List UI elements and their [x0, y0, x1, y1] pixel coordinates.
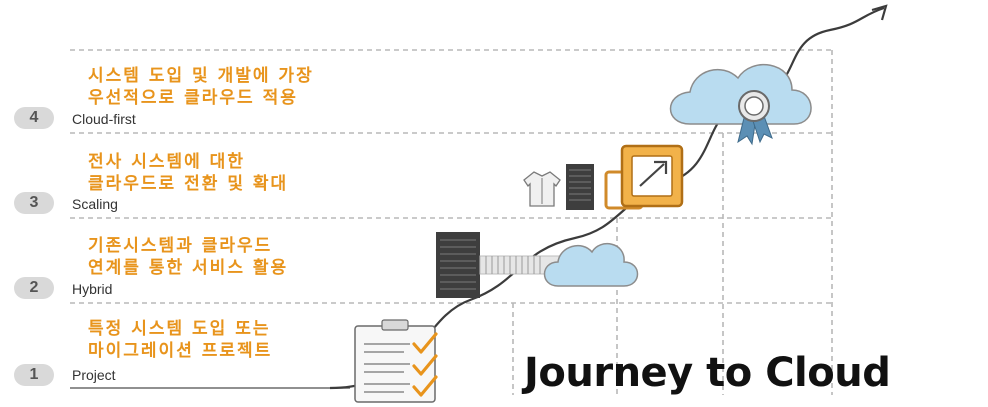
stage-3-description: 전사 시스템에 대한 클라우드로 전환 및 확대 [88, 152, 289, 194]
stage-4-description: 시스템 도입 및 개발에 가장 우선적으로 클라우드 적용 [88, 66, 314, 108]
cloud-award-icon [669, 63, 812, 146]
stage-1-number: 1 [14, 364, 54, 386]
shirt-icon [523, 171, 561, 207]
server-rack-icon [436, 232, 480, 298]
server-rack-icon [566, 164, 594, 210]
stage-2-number: 2 [14, 277, 54, 299]
stage-4-name: Cloud-first [72, 111, 136, 127]
scale-up-icon [604, 144, 684, 210]
growth-arrow-icon [871, 4, 888, 21]
stage-3-name: Scaling [72, 196, 118, 212]
guide-lines [70, 49, 835, 395]
cloud-icon [543, 242, 639, 287]
diagram-title: Journey to Cloud [524, 350, 891, 396]
stage-1-description: 특정 시스템 도입 또는 마이그레이션 프로젝트 [88, 319, 273, 361]
stage-3-number: 3 [14, 192, 54, 214]
stage-4-number: 4 [14, 107, 54, 129]
clipboard-checklist-icon [354, 319, 438, 403]
stage-2-name: Hybrid [72, 281, 113, 297]
stage-2-description: 기존시스템과 클라우드 연계를 통한 서비스 활용 [88, 236, 289, 278]
stage-1-name: Project [72, 367, 116, 383]
